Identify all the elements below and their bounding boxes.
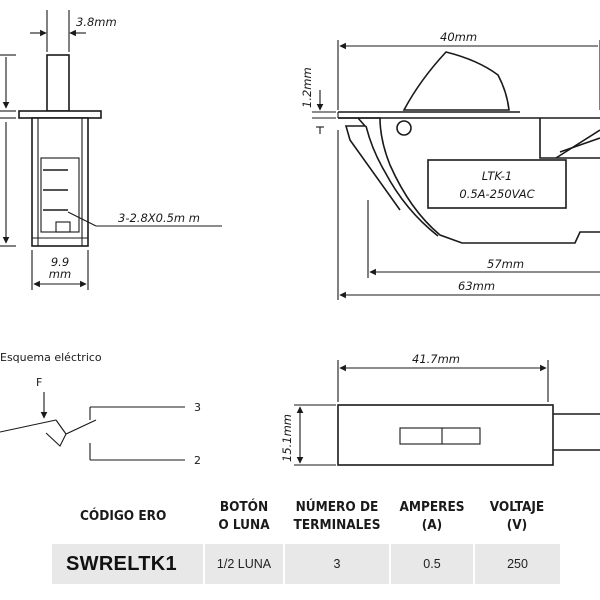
header-voltage: VOLTAJE(V) (489, 499, 545, 533)
side-width-label-top: 9.9 (51, 255, 69, 269)
table-row: SWRELTK1 1/2 LUNA 3 0.5 250 (52, 544, 560, 584)
force-label: F (36, 376, 42, 389)
terminal-top-label: 3 (194, 401, 201, 414)
side-height-dimensions (0, 54, 16, 247)
front-view (337, 404, 600, 466)
side-width-dimension: 9.9 mm (31, 250, 89, 290)
overall-length-dimension: 63mm (337, 130, 600, 300)
rating-label: 0.5A-250VAC (459, 187, 534, 201)
side-view (18, 54, 102, 247)
front-height-dimension: 15.1mm (280, 404, 336, 466)
cell-button: 1/2 LUNA (203, 544, 284, 584)
header-amperes: AMPERES(A) (399, 499, 465, 533)
technical-drawing: 3.8mm 3-2.8X0.5m m 9.9 mm (0, 10, 600, 467)
model-label: LTK-1 (482, 169, 513, 183)
total-width-dimension: 40mm (337, 30, 600, 110)
cap-height-dimension: 1.2mm (300, 67, 336, 119)
cell-code: SWRELTK1 (52, 544, 204, 584)
cap-height-label: 1.2mm (300, 67, 314, 108)
header-code: CÓDIGO ERO (80, 508, 167, 524)
schematic-title: Esquema eléctrico (0, 351, 102, 364)
shaft-width-label: 3.8mm (76, 15, 117, 29)
overall-length-label: 63mm (458, 279, 495, 293)
front-length-dimension: 41.7mm (337, 352, 549, 402)
front-height-label: 15.1mm (280, 414, 294, 462)
side-width-label-bottom: mm (49, 267, 71, 281)
body-length-label: 57mm (487, 257, 524, 271)
shaft-width-dimension: 3.8mm (30, 10, 117, 52)
cell-voltage: 250 (473, 544, 560, 584)
cell-amperes: 0.5 (389, 544, 474, 584)
terminal-spec-label: 3-2.8X0.5m m (118, 211, 200, 225)
terminal-leader: 3-2.8X0.5m m (67, 211, 222, 227)
terminal-bottom-label: 2 (194, 454, 201, 467)
front-length-label: 41.7mm (412, 352, 460, 366)
profile-view: LTK-1 0.5A-250VAC (316, 51, 600, 244)
cell-terminals: 3 (283, 544, 390, 584)
body-length-dimension: 57mm (367, 200, 600, 278)
electrical-schematic: Esquema eléctrico F 3 2 (0, 351, 201, 467)
total-width-label: 40mm (440, 30, 477, 44)
